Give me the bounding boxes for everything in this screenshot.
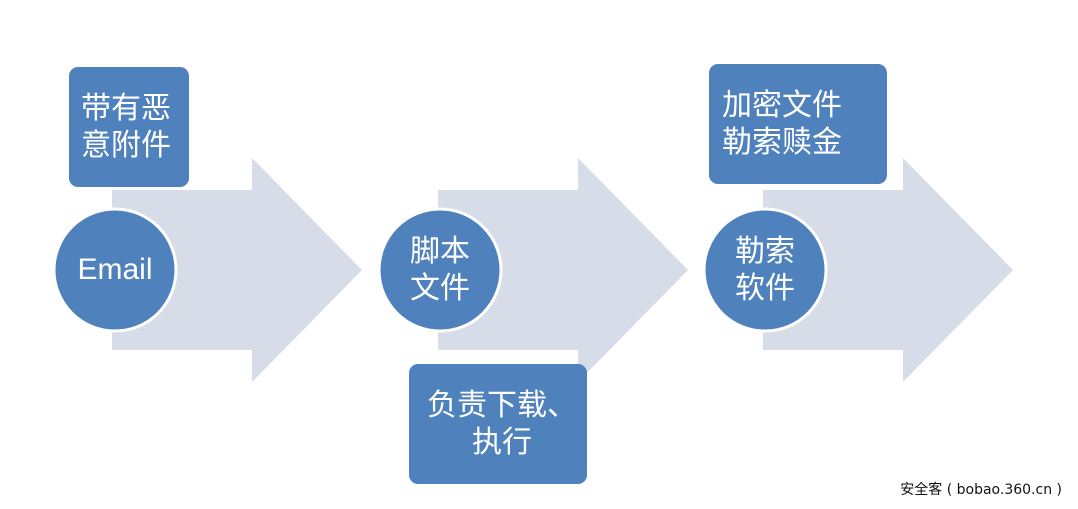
callout-text-2: 负责下载、 执行 [419, 364, 585, 484]
callout-3-line-1: 加密文件 [722, 87, 842, 123]
node-label-ransomware: 勒索 软件 [704, 209, 826, 331]
callout-text-3: 加密文件 勒索赎金 [722, 64, 882, 184]
arrow-1 [112, 158, 362, 382]
callout-3-line-2: 勒索赎金 [722, 125, 842, 160]
node-circle-1 [52, 207, 178, 333]
node-3-line-1: 勒索 [735, 233, 795, 269]
node-label-email: Email [54, 209, 176, 331]
callout-box-2 [409, 364, 587, 484]
node-1-text: Email [77, 253, 153, 287]
callout-text-1: 带有恶 意附件 [81, 67, 185, 187]
callout-2-line-2: 执行 [472, 425, 532, 460]
callout-box-3 [709, 64, 887, 184]
callout-1-line-1: 带有恶 [81, 90, 171, 126]
arrow-2 [438, 158, 688, 382]
arrow-3 [763, 158, 1013, 382]
callout-1-line-2: 意附件 [81, 128, 171, 163]
node-2-line-1: 脚本 [410, 233, 470, 269]
node-3-line-2: 软件 [735, 271, 795, 306]
node-label-script-file: 脚本 文件 [379, 209, 501, 331]
watermark-text: 安全客 ( bobao.360.cn ) [900, 482, 1062, 498]
node-circle-2 [377, 207, 503, 333]
node-2-line-2: 文件 [410, 271, 470, 306]
node-circle-3 [702, 207, 828, 333]
callout-box-1 [69, 67, 189, 187]
callout-2-line-1: 负责下载、 [427, 387, 577, 423]
